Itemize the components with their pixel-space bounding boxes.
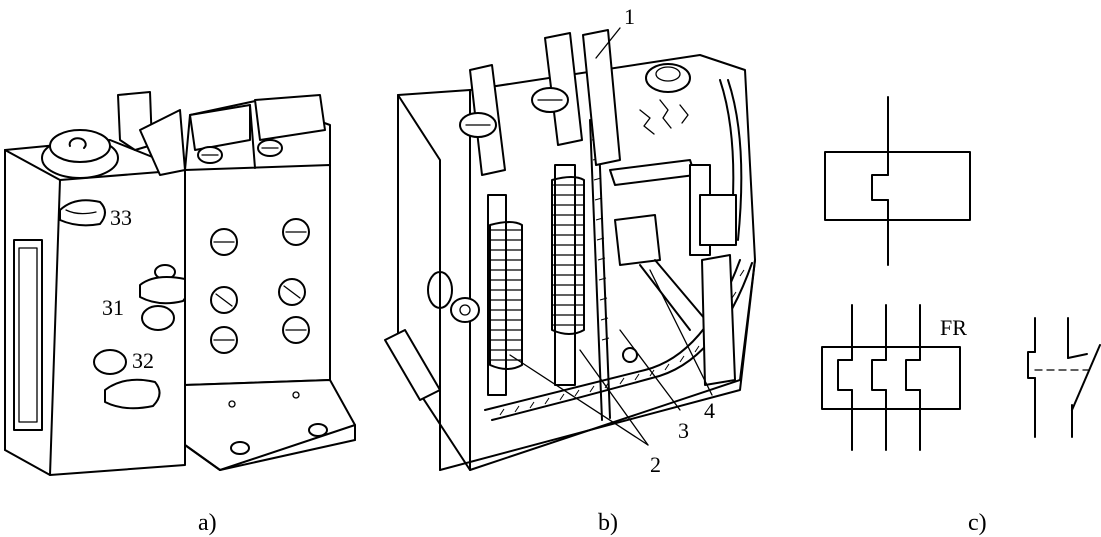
three-pole-heating-symbol: [821, 304, 961, 451]
callout-4: 4: [704, 398, 715, 423]
heating-coil-right: [551, 164, 585, 386]
callout-32: 32: [132, 348, 154, 373]
cutaway-casing: [384, 54, 756, 471]
panel-b-relay-cutaway: 1 2 3 4 b): [384, 4, 756, 536]
top-terminal-tabs: [459, 29, 621, 176]
top-tabs: [117, 91, 186, 176]
caption-c: c): [968, 510, 987, 536]
callout-33: 33: [110, 205, 132, 230]
panel-a-relay-exterior: 33 31 32 a): [4, 91, 356, 536]
adjustment-dial: [41, 129, 119, 179]
top-terminal-screws: [197, 139, 283, 164]
callout-1: 1: [624, 4, 635, 29]
terminal-32: [93, 349, 161, 410]
caption-a: a): [198, 510, 217, 536]
heating-element-symbol: [824, 96, 971, 266]
callout-31: 31: [102, 295, 124, 320]
callout-2: 2: [650, 452, 661, 477]
contact-mechanism: [609, 63, 737, 386]
heating-coil-left: [487, 194, 523, 396]
callout-fr: FR: [940, 315, 967, 340]
panel-c-symbols: FR c): [821, 96, 1101, 536]
right-block-screws: [210, 218, 310, 354]
terminal-31: [139, 264, 190, 331]
leader-lines: [509, 27, 713, 446]
terminal-33: [59, 199, 106, 227]
callout-3: 3: [678, 418, 689, 443]
caption-b: b): [598, 510, 618, 536]
nc-contact-symbol: [1027, 317, 1101, 438]
